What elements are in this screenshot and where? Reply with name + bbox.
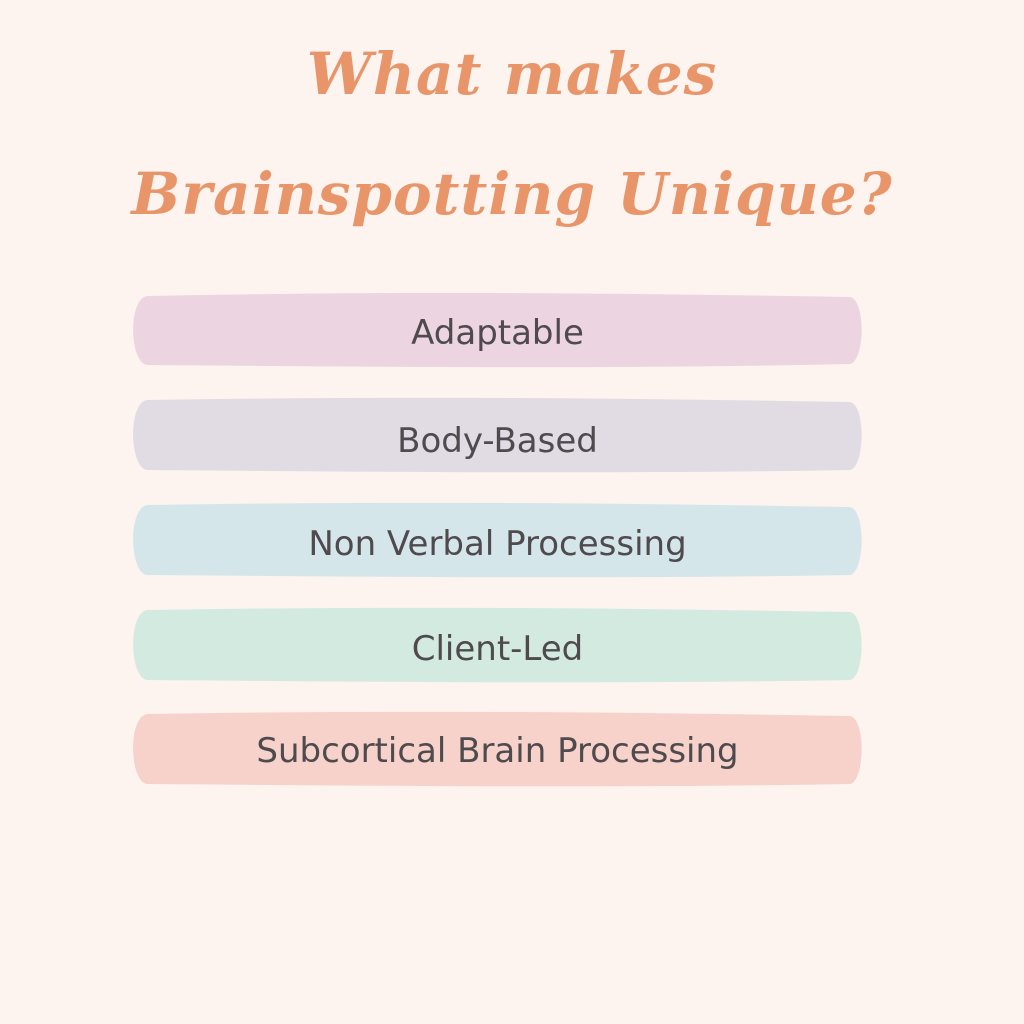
- brush-stroke-body-based: [133, 397, 862, 473]
- item-label-body-based: Body-Based: [397, 421, 598, 461]
- brush-stroke-subcortical: [133, 711, 862, 787]
- brush-stroke-adaptable: [133, 293, 862, 368]
- item-label-non-verbal-processing: Non Verbal Processing: [308, 524, 687, 564]
- brush-stroke-non-verbal: [133, 502, 862, 578]
- item-label-adaptable: Adaptable: [411, 313, 584, 353]
- title-line-1: What makes: [306, 40, 718, 108]
- item-label-client-led: Client-Led: [411, 629, 584, 669]
- title-line-2: Brainspotting Unique?: [131, 160, 893, 228]
- item-label-subcortical-brain-processing: Subcortical Brain Processing: [256, 731, 739, 771]
- brush-stroke-client-led: [133, 607, 862, 683]
